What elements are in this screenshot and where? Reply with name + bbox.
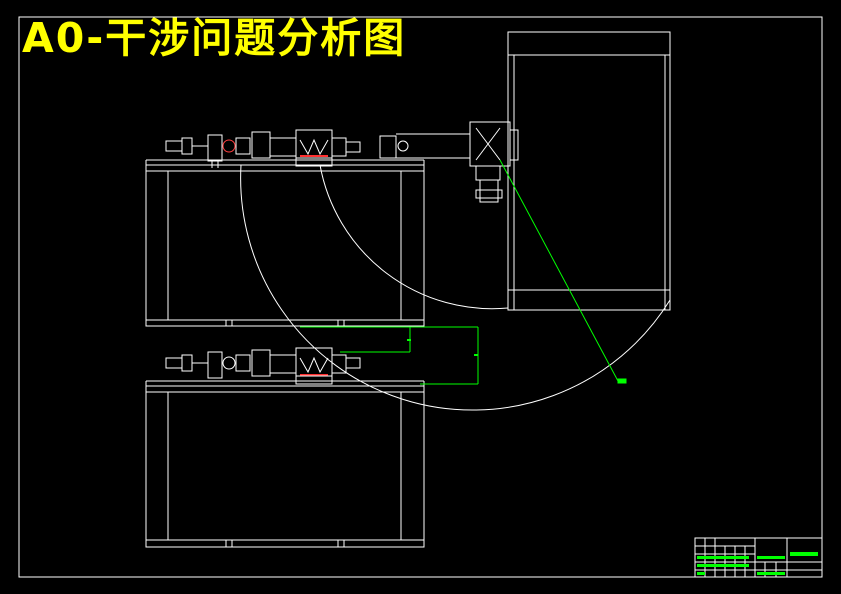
lower-machine — [145, 347, 425, 548]
dimension-lines — [300, 159, 627, 385]
outer-swing-arc — [240, 164, 671, 411]
container-box — [507, 31, 671, 311]
drawing-title: A0-干涉问题分析图 — [22, 14, 407, 62]
lower-base-frame — [145, 385, 425, 548]
right-container — [507, 31, 671, 311]
upper-base-frame — [145, 164, 425, 327]
rotation-arcs — [240, 164, 671, 411]
leader-line — [499, 159, 619, 382]
title-block — [694, 537, 823, 578]
sheet-border — [18, 16, 823, 578]
gripper-arm — [379, 121, 519, 203]
inner-swing-arc — [319, 164, 509, 310]
upper-machine — [145, 129, 425, 327]
